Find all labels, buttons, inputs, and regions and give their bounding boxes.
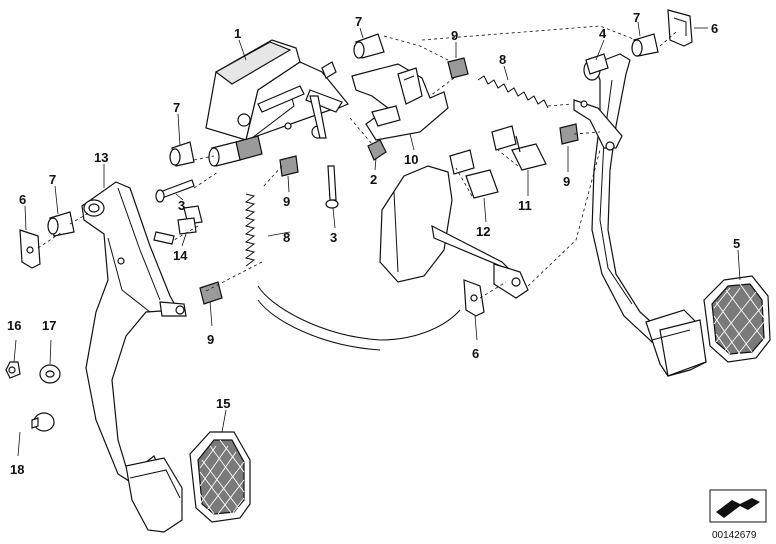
callout-7-c: 7: [173, 100, 180, 115]
callout-labels: 1 7 9 8 4 7 6 7 13 7 6 3 2 10 14 9 8 3 1…: [7, 10, 740, 477]
callout-5: 5: [733, 236, 740, 251]
booster-rod: [257, 165, 529, 351]
callout-6-a: 6: [711, 21, 718, 36]
callout-8-b: 8: [283, 230, 290, 245]
bushing-7-left: [169, 141, 195, 167]
callout-9-b: 9: [283, 194, 290, 209]
callout-3-a: 3: [178, 198, 185, 213]
clip-6-bottom: [463, 279, 485, 317]
damper-9-mid: [279, 155, 299, 177]
callout-6-b: 6: [19, 192, 26, 207]
damper-9-top: [447, 57, 469, 79]
clutch-pedal: [81, 181, 187, 533]
spring-8-mid: [244, 193, 256, 267]
orientation-arrow-icon: [709, 489, 767, 523]
switch-bracket-10: [351, 63, 449, 141]
clutch-pedal-pad: [189, 431, 251, 523]
reference-number: 00142679: [712, 530, 757, 541]
callout-10: 10: [404, 152, 418, 167]
callout-9-c: 9: [563, 174, 570, 189]
callout-3-b: 3: [330, 230, 337, 245]
assembly-lines: [37, 25, 677, 299]
callout-9-a: 9: [451, 28, 458, 43]
clip-6-top: [667, 9, 693, 47]
pedal-bracket: [205, 39, 349, 167]
leader-lines: [13, 21, 741, 457]
callout-14: 14: [173, 248, 188, 263]
callout-9-d: 9: [207, 332, 214, 347]
callout-2: 2: [370, 172, 377, 187]
bushing-7-right: [631, 33, 659, 57]
spring-8-top: [477, 75, 549, 109]
callout-7-d: 7: [49, 172, 56, 187]
plug-18: [31, 412, 55, 432]
bolt-3-mid: [325, 165, 339, 209]
callout-7-b: 7: [633, 10, 640, 25]
bushing-7-top: [353, 33, 385, 59]
switch-12: [449, 149, 499, 199]
callout-12: 12: [476, 224, 490, 239]
nut-14: [177, 205, 203, 235]
washer-17: [39, 364, 61, 384]
callout-4: 4: [599, 26, 607, 41]
bolt-3-left: [155, 179, 195, 203]
clip-6-left: [19, 229, 41, 269]
callout-18: 18: [10, 462, 24, 477]
brake-pedal-pad: [703, 275, 771, 363]
bushing-7-far-left: [47, 211, 75, 237]
callout-6-c: 6: [472, 346, 479, 361]
nut-2: [367, 139, 387, 161]
callout-7-a: 7: [355, 14, 362, 29]
callout-11: 11: [518, 198, 532, 213]
callout-15: 15: [216, 396, 230, 411]
callout-17: 17: [42, 318, 56, 333]
callout-8-a: 8: [499, 52, 506, 67]
callout-13: 13: [94, 150, 108, 165]
callout-16: 16: [7, 318, 21, 333]
brake-pedal: [573, 53, 707, 377]
switch-11: [491, 125, 547, 171]
damper-9-low: [199, 281, 223, 305]
callout-1: 1: [234, 26, 241, 41]
clip-16: [5, 361, 21, 379]
damper-9-right: [559, 123, 579, 145]
